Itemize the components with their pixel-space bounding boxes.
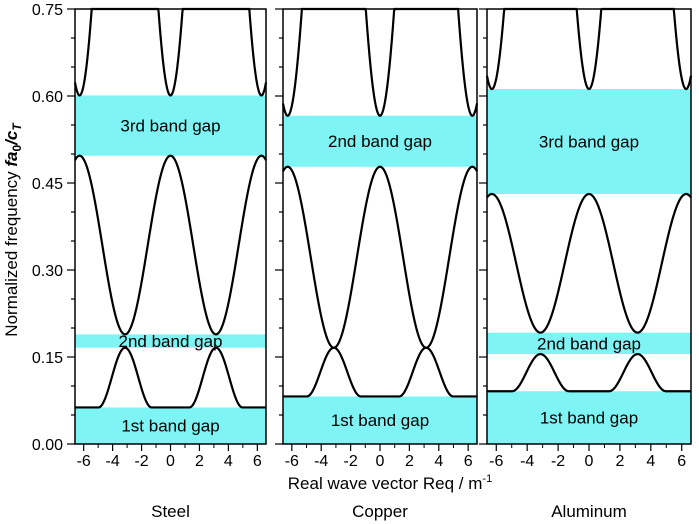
panel-frame-copper <box>282 8 478 445</box>
panel-labels-layer: Steel Copper Aluminum <box>151 502 627 521</box>
y-axis-title-sub0: 0 <box>10 145 24 152</box>
x-tick-label-steel-5: 4 <box>224 453 233 470</box>
x-tick-label-steel-2: -2 <box>134 453 148 470</box>
dispersion-curve-copper-band-1 <box>283 346 477 398</box>
band-gap-label-steel-3: 3rd band gap <box>120 117 220 136</box>
band-gap-label-aluminum-3: 3rd band gap <box>539 133 639 152</box>
panel-label-copper: Copper <box>352 502 408 521</box>
panel-frame-aluminum <box>486 8 692 445</box>
y-axis-title-f: fa <box>2 152 21 167</box>
panel-label-steel: Steel <box>151 502 190 521</box>
panel-frame-steel <box>74 8 267 445</box>
x-axis-title-sup: -1 <box>482 473 492 485</box>
y-tick-label-5: 0.75 <box>32 2 63 19</box>
x-tick-label-aluminum-2: -2 <box>551 453 565 470</box>
panel-label-aluminum: Aluminum <box>551 502 627 521</box>
band-gap-label-copper-2: 2nd band gap <box>328 132 432 151</box>
band-gap-aluminum-2 <box>487 332 691 355</box>
band-gap-copper-2 <box>283 115 477 167</box>
x-tick-label-aluminum-4: 2 <box>615 453 624 470</box>
x-axis-title-main: Real wave vector Req / m <box>288 474 483 493</box>
panel-frames-layer <box>74 8 692 445</box>
x-tick-label-aluminum-6: 6 <box>677 453 686 470</box>
band-gaps-layer <box>75 89 691 444</box>
x-tick-label-aluminum-1: -4 <box>520 453 534 470</box>
band-gap-steel-2 <box>75 334 266 348</box>
band-gap-label-steel-2: 2nd band gap <box>119 332 223 351</box>
x-tick-label-copper-4: 2 <box>405 453 414 470</box>
ticks-layer: -6 -4 -2 0 2 4 6 -6 -4 -2 0 2 4 6 -6 -4 -2 0 2 4 6 0.00 0.15 0.… <box>32 2 686 470</box>
y-tick-label-2: 0.30 <box>32 263 63 280</box>
x-tick-label-steel-0: -6 <box>77 453 91 470</box>
y-tick-label-4: 0.60 <box>32 89 63 106</box>
y-axis-title-main: Normalized frequency <box>2 167 21 337</box>
x-tick-label-steel-1: -4 <box>106 453 120 470</box>
band-gap-copper-1 <box>283 396 477 444</box>
dispersion-curve-steel-band-1 <box>75 346 266 409</box>
x-tick-label-steel-6: 6 <box>253 453 262 470</box>
dispersion-curve-copper-band-3 <box>281 7 479 117</box>
x-tick-label-copper-3: 0 <box>376 453 385 470</box>
x-tick-label-copper-6: 6 <box>464 453 473 470</box>
y-tick-label-1: 0.15 <box>32 350 63 367</box>
band-gap-label-aluminum-2: 2nd band gap <box>537 334 641 353</box>
dispersion-curve-aluminum-band-1 <box>487 352 691 393</box>
y-axis-title: Normalized frequency fa0/cT <box>2 122 24 337</box>
x-tick-label-aluminum-3: 0 <box>585 453 594 470</box>
gap-labels-layer: 1st band gap 2nd band gap 3rd band gap 1st … <box>119 117 642 436</box>
x-tick-label-steel-4: 2 <box>195 453 204 470</box>
x-tick-label-aluminum-5: 4 <box>646 453 655 470</box>
y-tick-label-3: 0.45 <box>32 176 63 193</box>
dispersion-curve-copper-band-2 <box>282 165 478 349</box>
band-gap-aluminum-3 <box>487 89 691 195</box>
band-gap-label-aluminum-1: 1st band gap <box>540 409 638 428</box>
x-tick-label-steel-3: 0 <box>166 453 175 470</box>
band-gap-aluminum-1 <box>487 391 691 444</box>
x-axis-title: Real wave vector Req / m-1 <box>288 473 492 493</box>
dispersion-curve-steel-band-2 <box>74 154 267 336</box>
band-gap-label-steel-1: 1st band gap <box>121 417 219 436</box>
y-axis-title-subT: T <box>10 122 24 131</box>
x-tick-label-copper-5: 4 <box>434 453 443 470</box>
dispersion-curve-aluminum-band-2 <box>486 192 692 334</box>
dispersion-curve-steel-band-3 <box>73 7 268 97</box>
x-tick-label-aluminum-0: -6 <box>489 453 503 470</box>
dispersion-curve-aluminum-band-3 <box>485 7 693 91</box>
y-tick-label-0: 0.00 <box>32 437 63 454</box>
band-gap-steel-1 <box>75 407 266 444</box>
band-gap-steel-3 <box>75 95 266 156</box>
x-tick-label-copper-2: -2 <box>343 453 357 470</box>
band-gap-label-copper-1: 1st band gap <box>331 411 429 430</box>
x-tick-label-copper-1: -4 <box>314 453 328 470</box>
y-axis-title-slash: /c <box>2 130 21 146</box>
x-tick-label-copper-0: -6 <box>285 453 299 470</box>
